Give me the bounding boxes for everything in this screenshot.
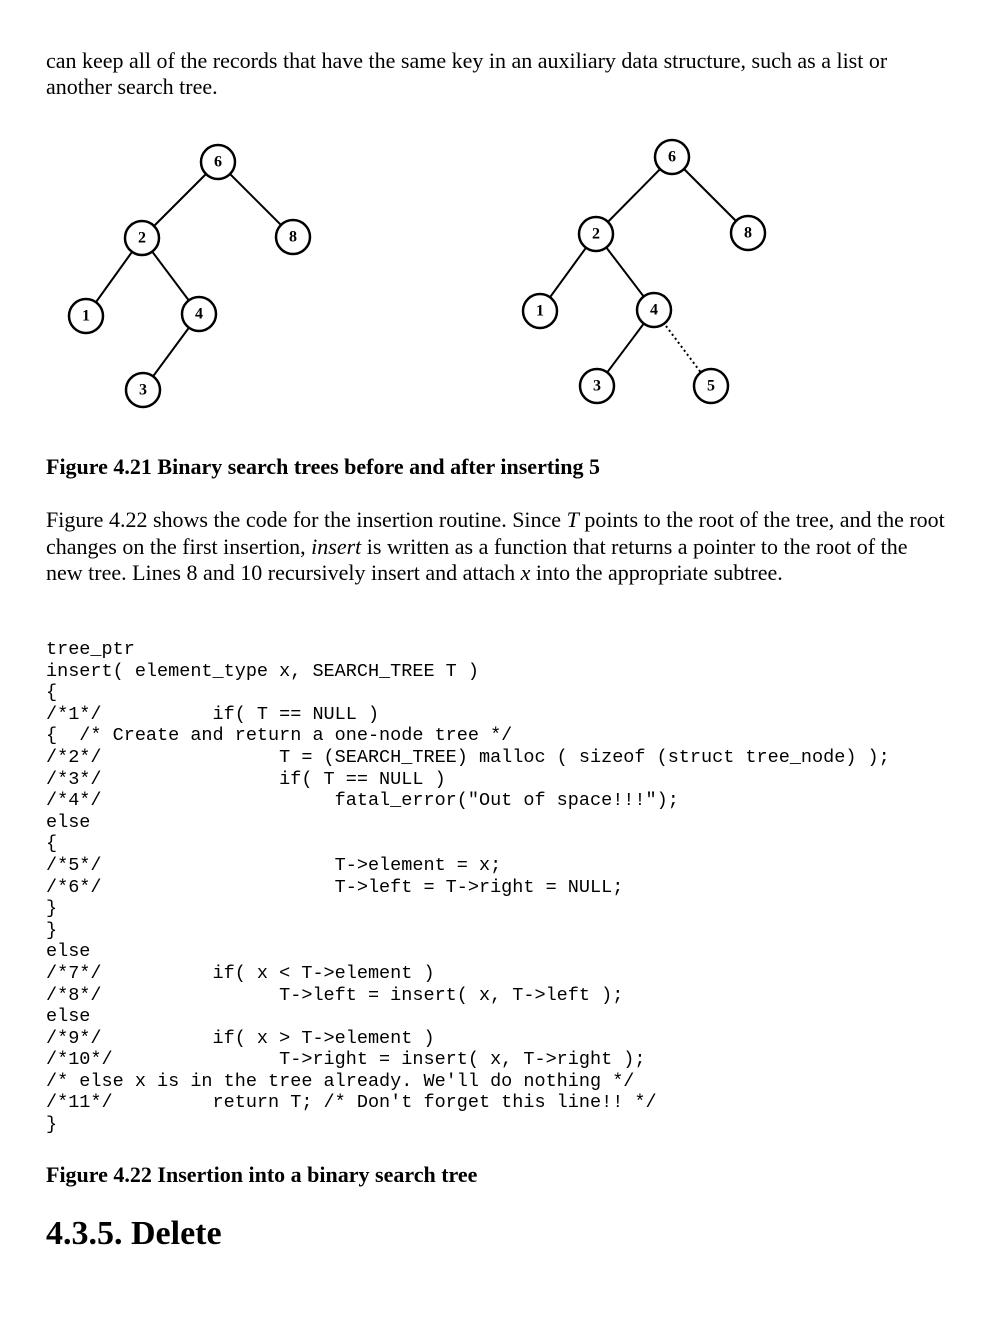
code-line: else: [46, 941, 91, 963]
code-line: }: [46, 919, 58, 941]
intro-text: can keep all of the records that have th…: [46, 48, 888, 99]
tree-node: 2: [577, 215, 615, 253]
tree-node: 2: [123, 219, 161, 257]
code-line: /*3*/ if( T == NULL ): [46, 768, 446, 790]
svg-text:3: 3: [593, 378, 601, 395]
svg-text:6: 6: [214, 154, 222, 171]
code-line: {: [46, 833, 58, 855]
paragraph-italic-insert: insert: [311, 533, 362, 559]
tree-node: 3: [578, 367, 616, 405]
figure-caption-4-22: Figure 4.22 Insertion into a binary sear…: [46, 1162, 478, 1187]
code-line: /* else x is in the tree already. We'll …: [46, 1070, 635, 1092]
svg-text:4: 4: [195, 306, 203, 323]
svg-text:3: 3: [139, 382, 147, 399]
tree-node: 1: [521, 292, 559, 330]
svg-text:5: 5: [707, 378, 715, 395]
code-line: /*2*/ T = (SEARCH_TREE) malloc ( sizeof …: [46, 746, 890, 768]
figure-caption-4-21: Figure 4.21 Binary search trees before a…: [46, 454, 601, 479]
paragraph-italic-t: T: [566, 507, 579, 532]
section-heading: 4.3.5. Delete: [46, 1215, 222, 1252]
code-line: /*9*/ if( x > T->element ): [46, 1027, 435, 1049]
tree-before: 6 2 8 1 4 3: [67, 143, 312, 409]
svg-text:2: 2: [138, 230, 146, 247]
code-line: }: [46, 1114, 58, 1136]
paragraph-text: into the appropriate subtree.: [530, 560, 783, 585]
tree-node: 8: [274, 218, 312, 256]
tree-node: 4: [180, 295, 218, 333]
code-line: insert( element_type x, SEARCH_TREE T ): [46, 660, 479, 682]
svg-text:8: 8: [289, 229, 297, 246]
code-line: /*6*/ T->left = T->right = NULL;: [46, 876, 624, 898]
tree-node: 6: [199, 143, 237, 181]
tree-node: 6: [653, 138, 691, 176]
body-paragraph: Figure 4.22 shows the code for the inser…: [46, 507, 946, 587]
code-line: /*10*/ T->right = insert( x, T->right );: [46, 1049, 646, 1071]
paragraph-text: points to the root of the tree, and the …: [46, 507, 945, 559]
paragraph-text: is written as a function that returns a …: [46, 533, 908, 586]
code-line: else: [46, 811, 91, 833]
code-line: /*1*/ if( T == NULL ): [46, 703, 380, 725]
code-line: { /* Create and return a one-node tree *…: [46, 725, 513, 747]
code-line: /*8*/ T->left = insert( x, T->left );: [46, 984, 624, 1006]
code-line: {: [46, 682, 58, 704]
tree-node: 1: [67, 297, 105, 335]
tree-after: 6 2 8 1 4 3 5: [521, 138, 767, 405]
paragraph-text: Figure 4.22 shows the code for the inser…: [46, 507, 567, 532]
tree-node: 4: [635, 291, 673, 329]
code-line: tree_ptr: [46, 639, 135, 660]
code-line: /*4*/ fatal_error("Out of space!!!");: [46, 790, 679, 812]
svg-text:4: 4: [650, 302, 658, 319]
code-line: /*5*/ T->element = x;: [46, 854, 502, 876]
svg-text:1: 1: [82, 308, 90, 325]
code-line: }: [46, 898, 58, 920]
tree-node: 8: [729, 214, 767, 252]
tree-node: 3: [124, 371, 162, 409]
paragraph-italic-x: x: [520, 560, 531, 585]
svg-text:1: 1: [536, 303, 544, 320]
tree-figures: 6 2 8 1 4 3 6 2 8 1 4 3 5: [67, 138, 767, 409]
code-line: else: [46, 1006, 91, 1028]
code-line: /*11*/ return T; /* Don't forget this li…: [46, 1092, 657, 1114]
svg-text:2: 2: [592, 226, 600, 243]
code-line: /*7*/ if( x < T->element ): [46, 962, 435, 984]
svg-text:8: 8: [744, 225, 752, 242]
svg-text:6: 6: [668, 149, 676, 166]
tree-node-inserted: 5: [692, 367, 730, 405]
